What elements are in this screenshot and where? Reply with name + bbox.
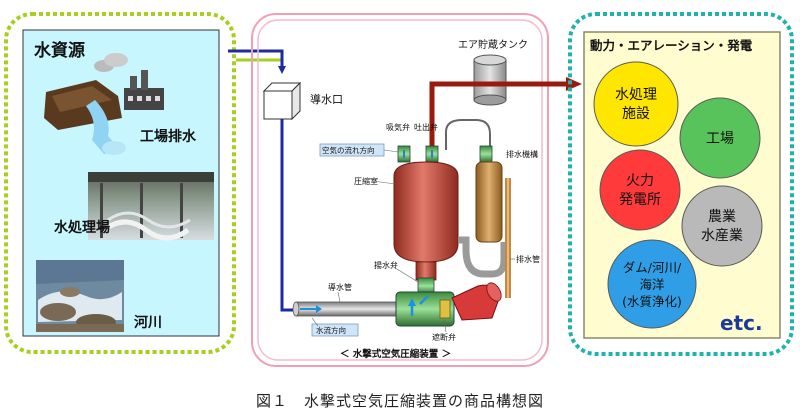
label-drain-pipe: 排水管: [516, 254, 540, 264]
center-panel-inner-border: [257, 19, 543, 361]
left-item-river: 河川: [134, 314, 162, 331]
label-intake: 導水口: [310, 92, 343, 106]
intake-pipe: [292, 301, 399, 317]
right-panel-title: 動力・エアレーション・発電: [590, 38, 753, 53]
circle-water-treatment-line2: 施設: [622, 106, 650, 122]
label-shutoff-valve: 遮断弁: [432, 332, 456, 342]
air-hose: [445, 119, 491, 160]
etc-label: etc.: [720, 311, 763, 335]
blue-feed-line: [280, 119, 298, 312]
blue-inflow-arrow: [228, 49, 286, 74]
drain-valve-top: [479, 145, 493, 163]
circle-factory-line1: 工場: [706, 131, 734, 147]
circle-agriculture-line1: 農業: [708, 209, 736, 225]
circle-water-treatment: 水処理 施設: [593, 61, 679, 147]
label-exhaust-valve: 吐出弁: [414, 122, 438, 132]
circle-dam-river: ダム/河川/ 海洋 (水質浄化): [607, 239, 697, 329]
water-treatment-photo: [88, 172, 214, 241]
circle-agriculture-line2: 水産業: [701, 228, 743, 244]
circle-thermal-power-line2: 発電所: [619, 192, 661, 208]
center-panel-outer-border: [251, 13, 549, 367]
label-intake-valve: 吸気弁: [386, 122, 410, 132]
label-flow: 水流方向: [316, 325, 346, 335]
center-panel: 導水口 エア貯蔵タンク 吸気弁 吐出弁 排水機構: [251, 13, 582, 367]
label-intake-pipe: 導水管: [328, 282, 352, 292]
circle-factory: 工場: [679, 97, 761, 179]
left-item-water-treatment: 水処理場: [54, 219, 110, 236]
intake-box: [262, 81, 302, 121]
device-caption: ＜ 水撃式空気圧縮装置 ＞: [340, 348, 451, 360]
drain-mechanism: [458, 161, 511, 298]
circle-dam-river-line1: ダム/河川/: [623, 260, 682, 275]
red-air-outflow-arrow: [429, 81, 568, 148]
circle-water-treatment-line1: 水処理: [615, 87, 657, 103]
left-item-factory-drainage: 工場排水: [140, 128, 197, 145]
circle-dam-river-line3: (水質浄化): [622, 294, 682, 309]
label-airflow: 空気の流れ方向: [322, 145, 375, 155]
label-drain-device: 排水機構: [506, 149, 538, 159]
label-pressure-chamber: 圧縮室: [354, 176, 378, 186]
circle-thermal-power-line1: 火力: [626, 173, 654, 189]
intake-connector: [228, 49, 286, 74]
circle-agriculture: 農業 水産業: [681, 185, 763, 267]
pressure-chamber: [393, 161, 459, 281]
right-panel: 動力・エアレーション・発電 水処理 施設 工場 火力 発電所 農業 水産業 ダム…: [568, 12, 794, 356]
exhaust-valve: [425, 145, 439, 163]
river-photo: [36, 260, 124, 332]
label-air-tank: エア貯蔵タンク: [458, 38, 528, 51]
left-panel: 水資源 工場排水 水処理場: [4, 12, 236, 354]
flow-label-box: [311, 323, 359, 337]
left-panel-title: 水資源: [34, 40, 85, 61]
factory-drainage-illustration: [44, 53, 164, 155]
circle-thermal-power: 火力 発電所: [599, 149, 681, 231]
right-panel-outer-border: [568, 12, 794, 356]
air-storage-tank: [473, 54, 507, 106]
figure-caption: 図１ 水撃式空気圧縮装置の商品構想図: [255, 392, 544, 410]
label-water-valve: 揚水弁: [374, 260, 398, 270]
left-panel-outer-border: [4, 12, 236, 354]
shutoff-valve-body: [395, 291, 455, 327]
intake-valve: [397, 145, 411, 163]
circle-dam-river-line2: 海洋: [639, 277, 664, 292]
